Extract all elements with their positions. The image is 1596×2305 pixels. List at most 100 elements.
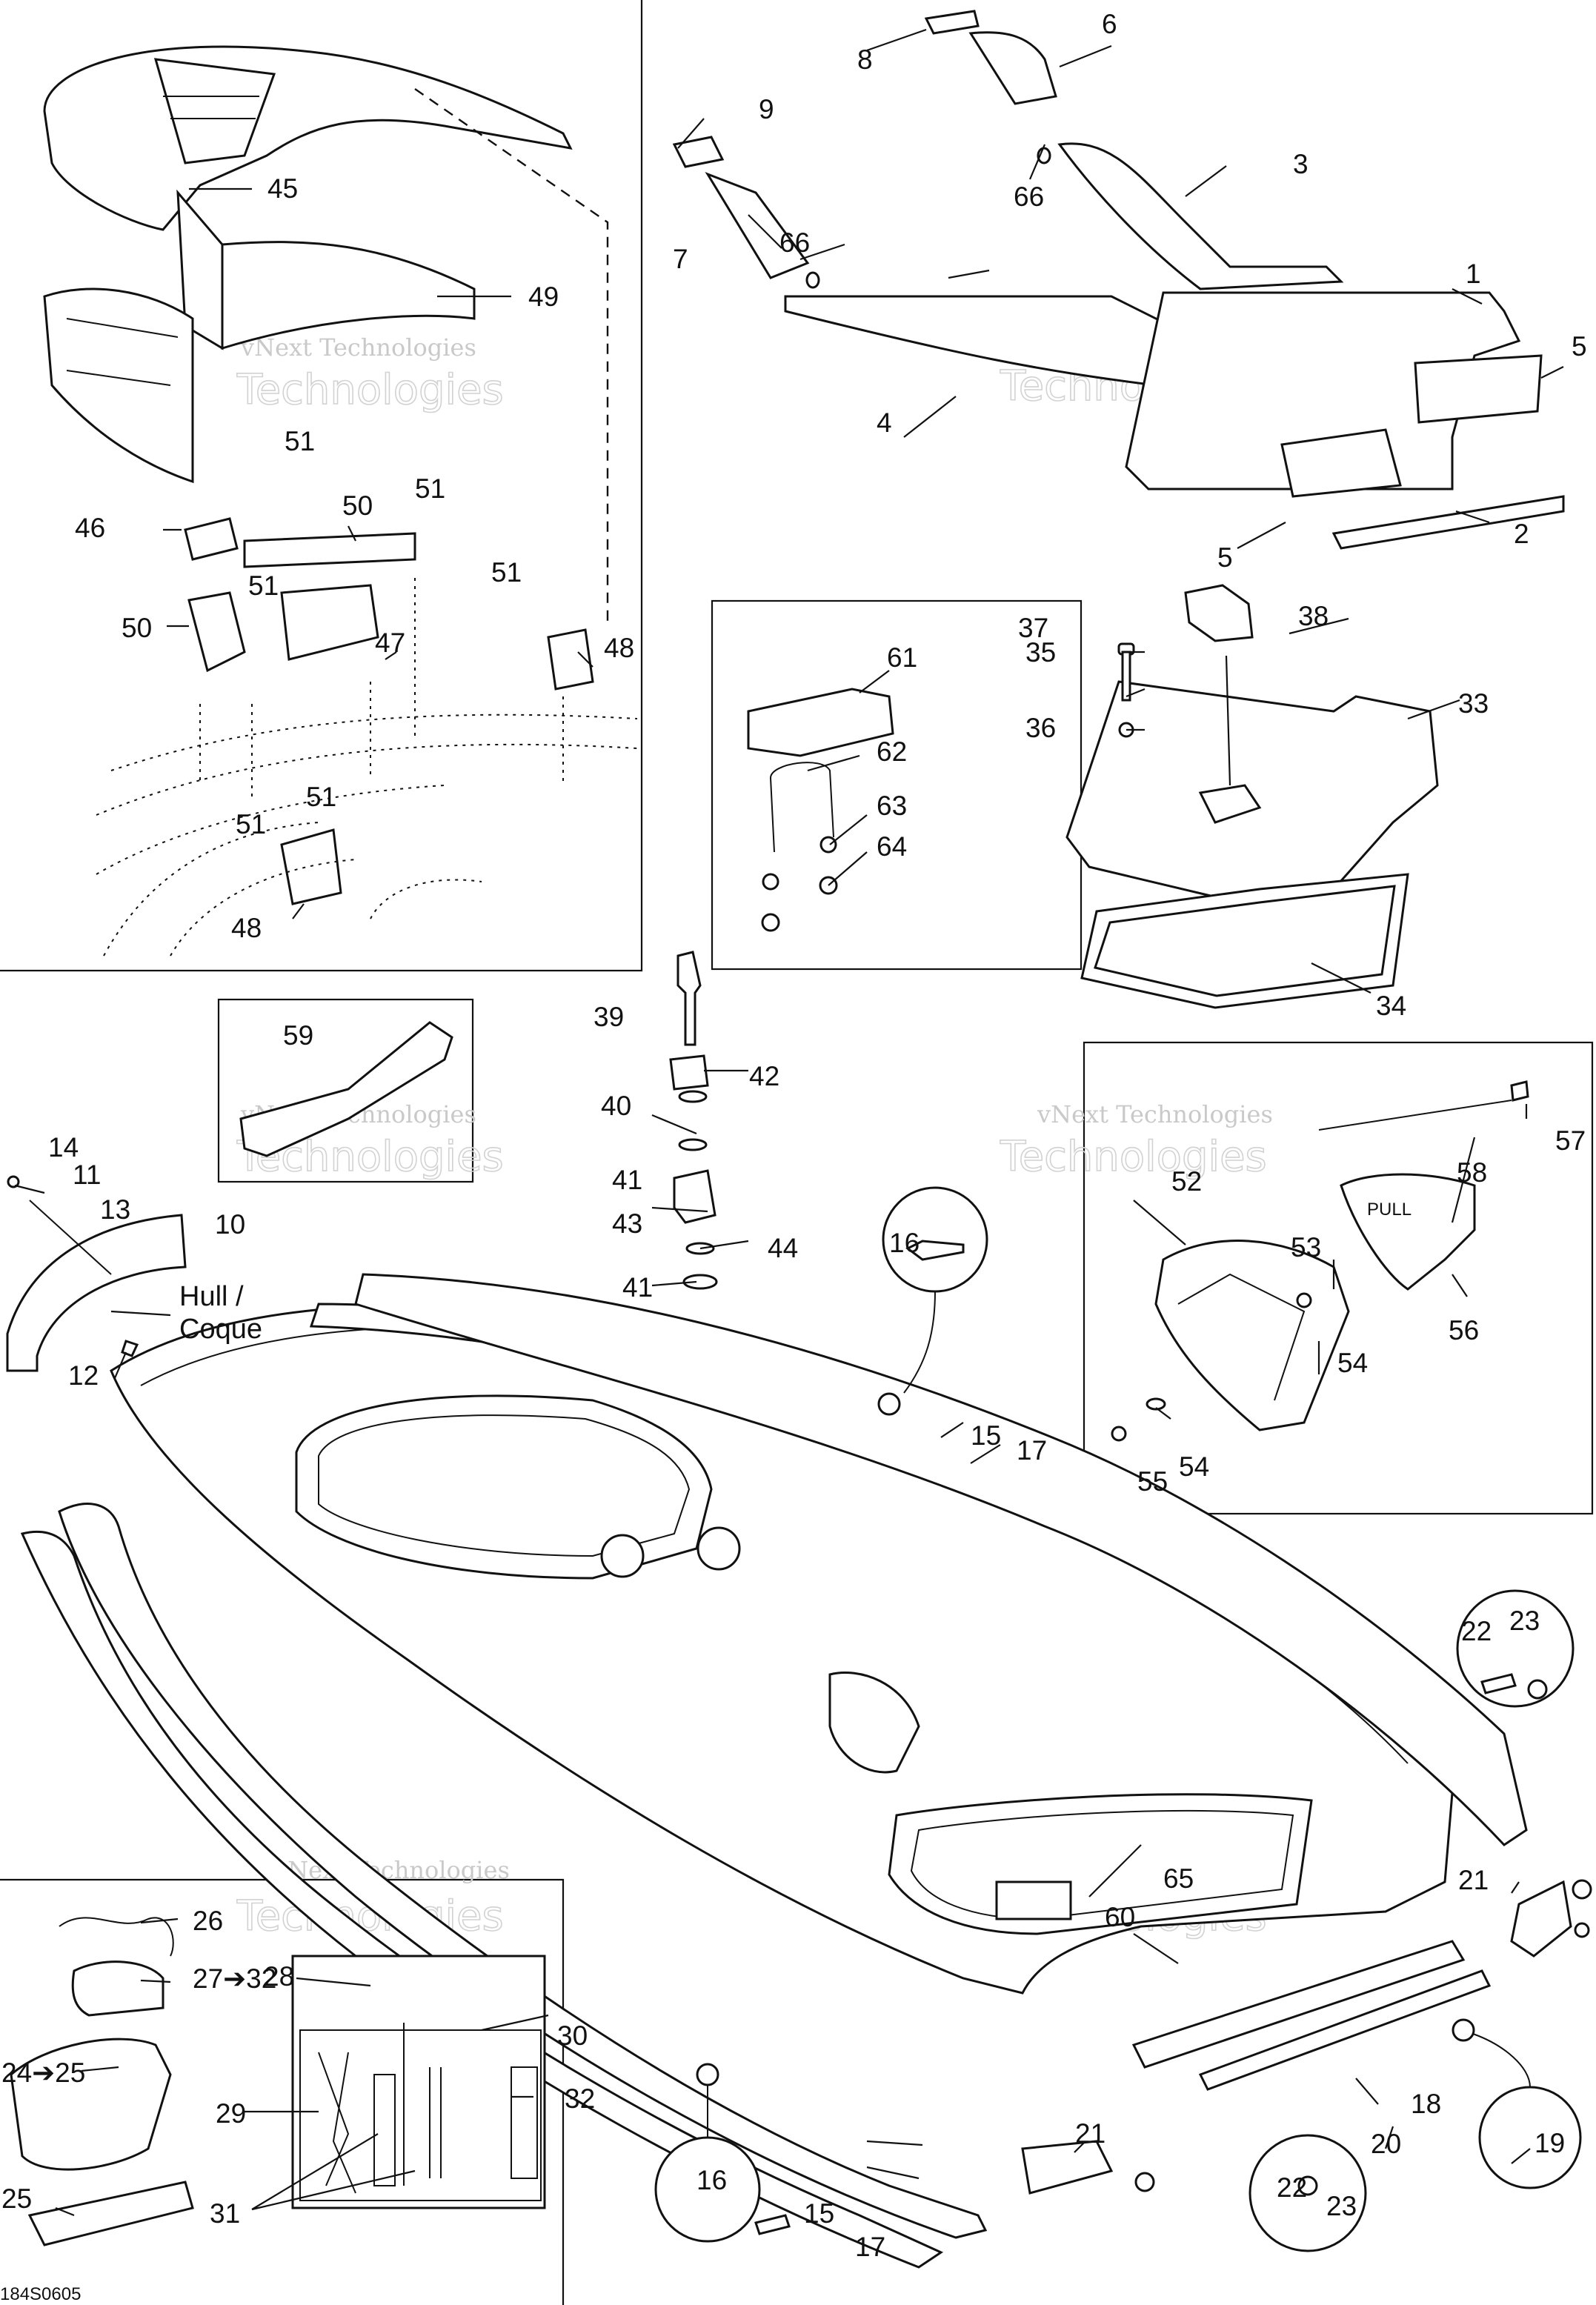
bracket-59: [239, 1021, 453, 1157]
part-label: 61: [887, 642, 917, 673]
part-label: 24➔25: [1, 2058, 85, 2088]
part-label: 63: [877, 791, 907, 821]
part-label: 19: [1535, 2128, 1565, 2158]
part-label: 23: [1326, 2191, 1357, 2221]
part-label: 51: [236, 809, 266, 839]
diagram-code: 184S0605: [0, 2284, 81, 2304]
part-label: 14: [48, 1132, 79, 1163]
part-label: 15: [971, 1420, 1001, 1451]
part-label: 13: [100, 1194, 130, 1225]
handle-kit: [747, 688, 894, 932]
part-label: 12: [68, 1360, 99, 1391]
seat-assembly: [43, 45, 609, 622]
part-label: 46: [75, 513, 105, 543]
part-label: 3: [1293, 149, 1309, 179]
part-label: 22: [1277, 2172, 1307, 2203]
part-label: 27➔32: [193, 1963, 276, 1994]
part-label: 41: [612, 1165, 642, 1195]
part-label: 57: [1555, 1125, 1586, 1156]
part-label: 51: [248, 571, 279, 601]
part-label: 10: [215, 1209, 245, 1240]
part-label: 33: [1458, 688, 1489, 719]
part-label: 31: [210, 2198, 240, 2229]
watermark: Technologies: [1000, 1133, 1267, 1181]
part-label: 66: [779, 227, 810, 258]
deck-mats: [672, 10, 1565, 550]
part-label: 54: [1337, 1348, 1368, 1378]
part-label: 49: [528, 282, 559, 312]
part-label: 65: [1163, 1863, 1194, 1894]
part-label: 21: [1075, 2118, 1105, 2149]
part-label: 6: [1102, 9, 1117, 39]
mount-stack: [669, 951, 718, 1290]
part-label: 51: [491, 557, 522, 588]
part-label: 7: [673, 244, 688, 274]
part-label: 47: [375, 628, 405, 658]
part-label: 18: [1411, 2089, 1441, 2119]
part-label: 36: [1025, 713, 1056, 743]
seat-brackets: [96, 517, 638, 957]
part-label: 16: [889, 1228, 920, 1258]
watermark: vNext Technologies: [273, 1856, 510, 1884]
hull-note: Hull / Coque: [179, 1281, 262, 1345]
part-label: 5: [1572, 331, 1587, 362]
part-label: 25: [1, 2183, 32, 2214]
part-label: 32: [565, 2083, 595, 2114]
part-label: 43: [612, 1208, 642, 1239]
part-label: 50: [122, 613, 152, 643]
watermark: vNext Technologies: [1037, 1100, 1273, 1128]
part-label: 51: [285, 426, 315, 456]
part-label: 50: [342, 490, 373, 521]
part-label: 35: [1025, 637, 1056, 668]
part-label: 29: [216, 2098, 246, 2129]
part-label: 52: [1171, 1166, 1202, 1197]
part-label: 64: [877, 831, 907, 862]
part-label: 16: [696, 2165, 727, 2195]
part-label: 11: [73, 1160, 101, 1190]
part-label: 20: [1371, 2129, 1401, 2159]
part-label: 45: [267, 173, 298, 204]
part-label: 22: [1461, 1616, 1492, 1646]
part-label: 54: [1179, 1451, 1209, 1482]
part-label: 23: [1509, 1606, 1540, 1636]
part-label: 42: [749, 1061, 779, 1091]
part-label: 41: [622, 1272, 653, 1303]
trim-brackets: [1021, 1879, 1592, 2195]
part-label: 9: [759, 94, 774, 124]
part-label: 53: [1291, 1232, 1321, 1263]
part-label: 40: [601, 1091, 631, 1121]
part-label: 5: [1217, 542, 1233, 573]
part-labels: 1 2 3 4 5 5 6 7 8 9 10 11 12 13 14 15 15…: [1, 9, 1587, 2262]
watermark: Technologies: [236, 366, 504, 414]
hull-note-line: Hull /: [179, 1281, 244, 1312]
part-label: 39: [593, 1002, 624, 1032]
detail-callouts: [654, 1186, 1582, 2252]
part-label: 17: [1017, 1435, 1047, 1466]
part-label: 17: [855, 2232, 885, 2262]
part-label: 56: [1449, 1315, 1479, 1346]
part-label: 58: [1457, 1157, 1487, 1188]
storage-bin-assembly: PULL: [1111, 1080, 1529, 1442]
hull-note-line: Coque: [179, 1314, 262, 1345]
part-label: 4: [877, 408, 892, 438]
side-trim: [6, 1175, 187, 1372]
tool-kit: [10, 1917, 546, 2246]
part-label: 44: [768, 1233, 798, 1263]
part-label: 28: [264, 1961, 294, 1992]
part-label: 2: [1514, 519, 1529, 549]
part-label: 26: [193, 1906, 223, 1936]
part-label: 48: [604, 633, 634, 663]
leader-lines: [14, 28, 1564, 2217]
part-label: 8: [857, 44, 873, 75]
part-label: 1: [1466, 259, 1481, 289]
hull: [20, 1273, 1528, 2269]
part-label: 30: [557, 2020, 588, 2051]
part-label: 60: [1105, 1902, 1135, 1932]
part-label: 51: [415, 473, 445, 504]
part-label: 21: [1458, 1865, 1489, 1895]
watermark: vNext Technologies: [240, 333, 476, 362]
part-label: 55: [1137, 1466, 1168, 1497]
part-label: 51: [306, 782, 336, 812]
